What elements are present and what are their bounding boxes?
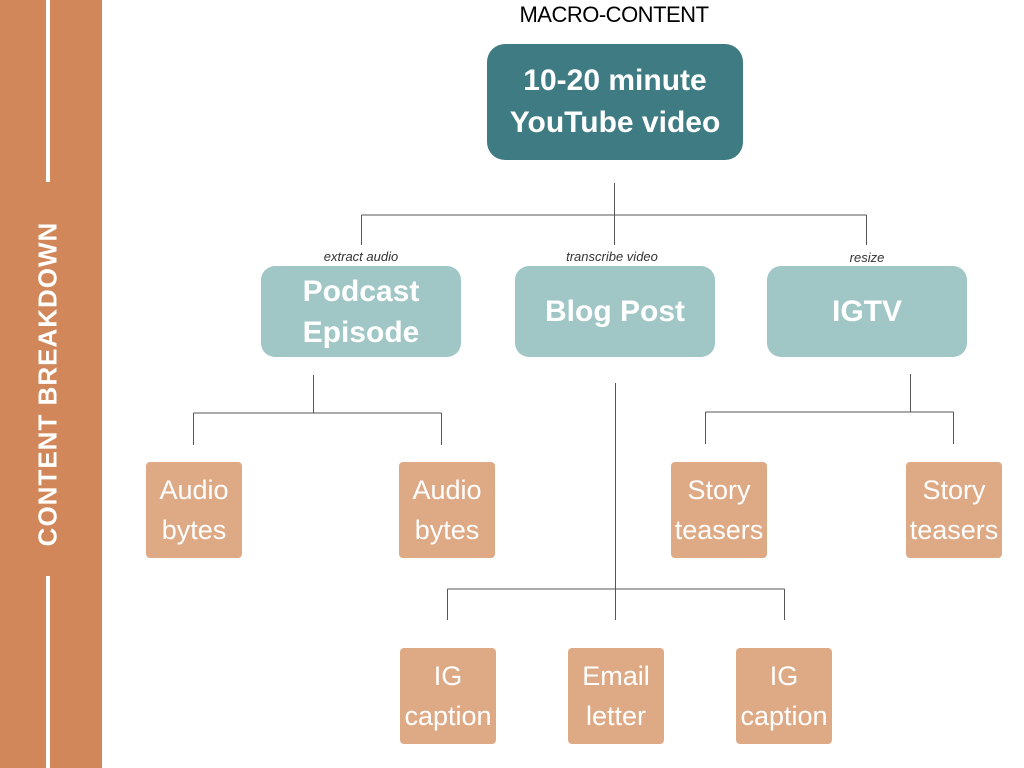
node-line: bytes (161, 515, 227, 545)
node-line: Email (582, 661, 650, 691)
edge-label-resize: resize (849, 250, 885, 265)
edge-label-extract-audio: extract audio (323, 249, 399, 264)
node-line: IG (769, 661, 799, 691)
leaf-node-ig-caption: IG caption (400, 648, 496, 744)
sidebar: CONTENT BREAKDOWN (0, 0, 102, 768)
podcast-connector (193, 375, 442, 445)
node-line: letter (585, 701, 647, 731)
macro-connector (361, 183, 867, 245)
branch-node-podcast-episode: Podcast Episode (261, 266, 461, 357)
leaf-node-story-teasers: Story teasers (906, 462, 1002, 558)
node-line: 10-20 minute (523, 64, 707, 97)
leaf-node-audio-bytes: Audio bytes (399, 462, 495, 558)
node-line: bytes (414, 515, 480, 545)
node-line: teasers (674, 515, 764, 545)
leaf-node-ig-caption: IG caption (736, 648, 832, 744)
sidebar-rule-top (46, 0, 50, 182)
node-line: Story (922, 475, 986, 505)
branch-node-igtv: IGTV (767, 266, 967, 357)
node-line: Story (687, 475, 751, 505)
leaf-node-audio-bytes: Audio bytes (146, 462, 242, 558)
macro-node-youtube-video: 10-20 minute YouTube video (487, 44, 743, 160)
node-line: YouTube video (509, 106, 721, 139)
node-line: Podcast (302, 274, 420, 308)
node-line: caption (740, 701, 828, 731)
node-line: caption (404, 701, 492, 731)
macro-content-heading: MACRO-CONTENT (519, 2, 709, 27)
leaf-node-email-letter: Email letter (568, 648, 664, 744)
node-line: IG (433, 661, 463, 691)
node-line: Audio (159, 475, 229, 505)
node-line: IGTV (831, 295, 902, 328)
node-line: Blog Post (545, 295, 685, 328)
node-line: Episode (302, 315, 420, 349)
branch-node-blog-post: Blog Post (515, 266, 715, 357)
node-line: Audio (412, 475, 482, 505)
igtv-connector (705, 374, 954, 444)
leaf-node-story-teasers: Story teasers (671, 462, 767, 558)
blog-connector (447, 383, 785, 620)
node-line: teasers (909, 515, 999, 545)
sidebar-rule-bottom (46, 576, 50, 768)
edge-label-transcribe-video: transcribe video (566, 249, 658, 264)
